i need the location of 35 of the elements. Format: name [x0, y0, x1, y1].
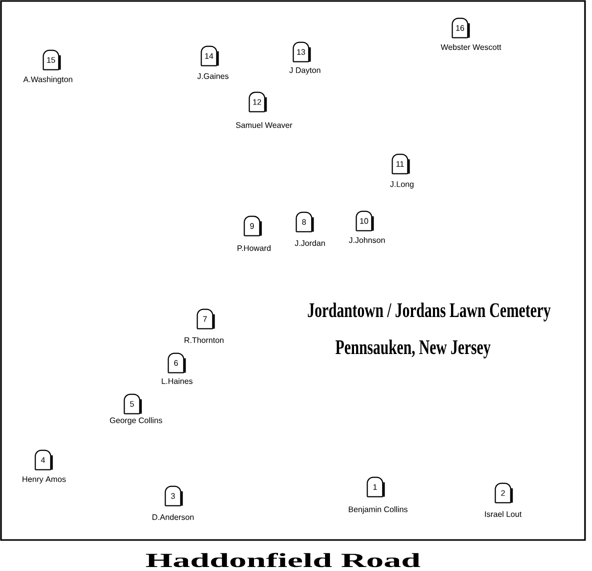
headstone: 11 — [392, 154, 410, 174]
headstone: 10 — [356, 210, 374, 232]
headstone: 8 — [296, 212, 314, 232]
headstone: 4 — [34, 450, 53, 470]
title: Jordantown / Jordans Lawn Cemetery — [308, 302, 551, 322]
headstone: 3 — [164, 486, 183, 506]
headstone: 13 — [292, 42, 311, 62]
headstone: 5 — [124, 394, 142, 414]
name-label: L.Haines — [162, 378, 192, 384]
name-label: A.Washington — [23, 76, 72, 84]
headstone: 2 — [494, 482, 513, 504]
name-label: Israel Lout — [485, 511, 522, 517]
name-label: R.Thornton — [184, 337, 224, 343]
name-label: J.Jordan — [294, 240, 325, 246]
name-label: George Collins — [110, 417, 162, 425]
headstone: 9 — [244, 216, 262, 236]
subtitle: Pennsauken, New Jersey — [336, 340, 491, 358]
headstone: 15 — [42, 50, 61, 70]
name-label: P.Howard — [238, 245, 271, 251]
name-label: Henry Amos — [22, 476, 66, 484]
headstone: 6 — [168, 352, 186, 374]
name-label: D.Anderson — [152, 514, 194, 520]
name-label: J.Gaines — [197, 73, 228, 79]
name-label: J.Long — [390, 181, 414, 189]
name-label: J.Johnson — [348, 237, 385, 243]
headstone: 1 — [366, 476, 385, 498]
headstone: 12 — [248, 92, 267, 112]
name-label: Webster Wescott — [440, 44, 502, 50]
name-label: Benjamin Collins — [348, 506, 408, 514]
headstone: 14 — [200, 46, 219, 66]
headstone: 7 — [196, 308, 215, 330]
headstone: 16 — [452, 18, 470, 38]
name-label: Samuel Weaver — [236, 122, 292, 128]
road-name: Haddonfield Road — [146, 552, 420, 568]
name-label: J Dayton — [289, 67, 320, 75]
